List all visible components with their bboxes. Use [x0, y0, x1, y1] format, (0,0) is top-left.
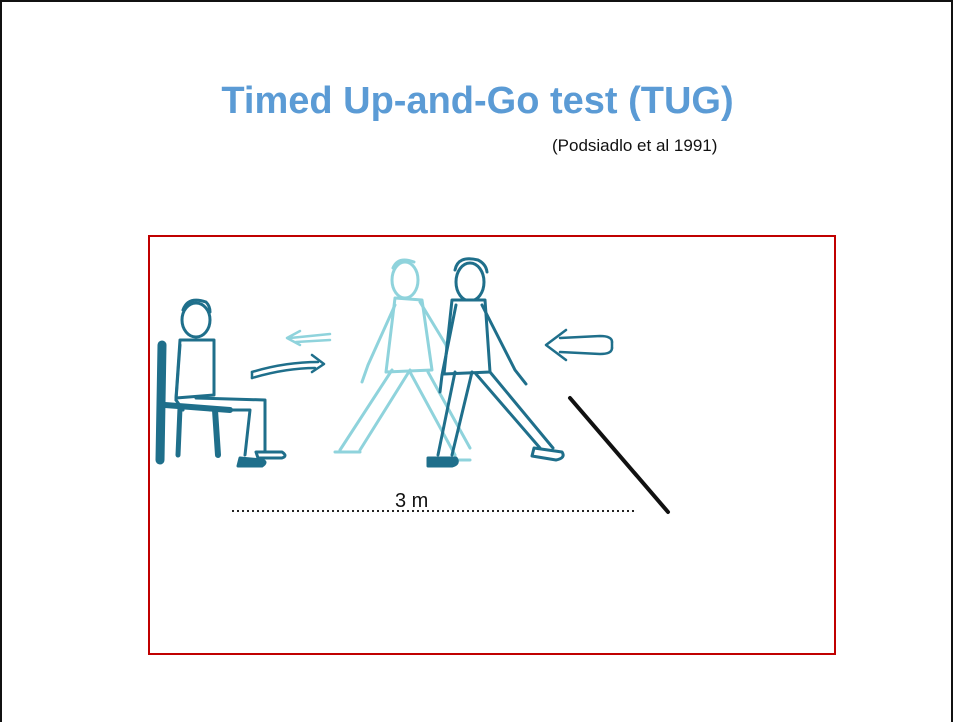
cone-line-icon — [568, 396, 670, 514]
figure-frame — [148, 235, 836, 655]
seated-person-icon — [155, 298, 287, 468]
slide-title: Timed Up-and-Go test (TUG) — [221, 80, 734, 122]
walking-person-icon — [426, 257, 565, 468]
faded-walking-person-icon — [333, 258, 472, 462]
distance-label: 3 m — [395, 490, 429, 512]
citation: (Podsiadlo et al 1991) — [552, 136, 718, 155]
arrow-left-icon — [285, 329, 332, 347]
arrow-right-icon — [250, 353, 326, 380]
arrow-left-icon — [544, 328, 614, 362]
